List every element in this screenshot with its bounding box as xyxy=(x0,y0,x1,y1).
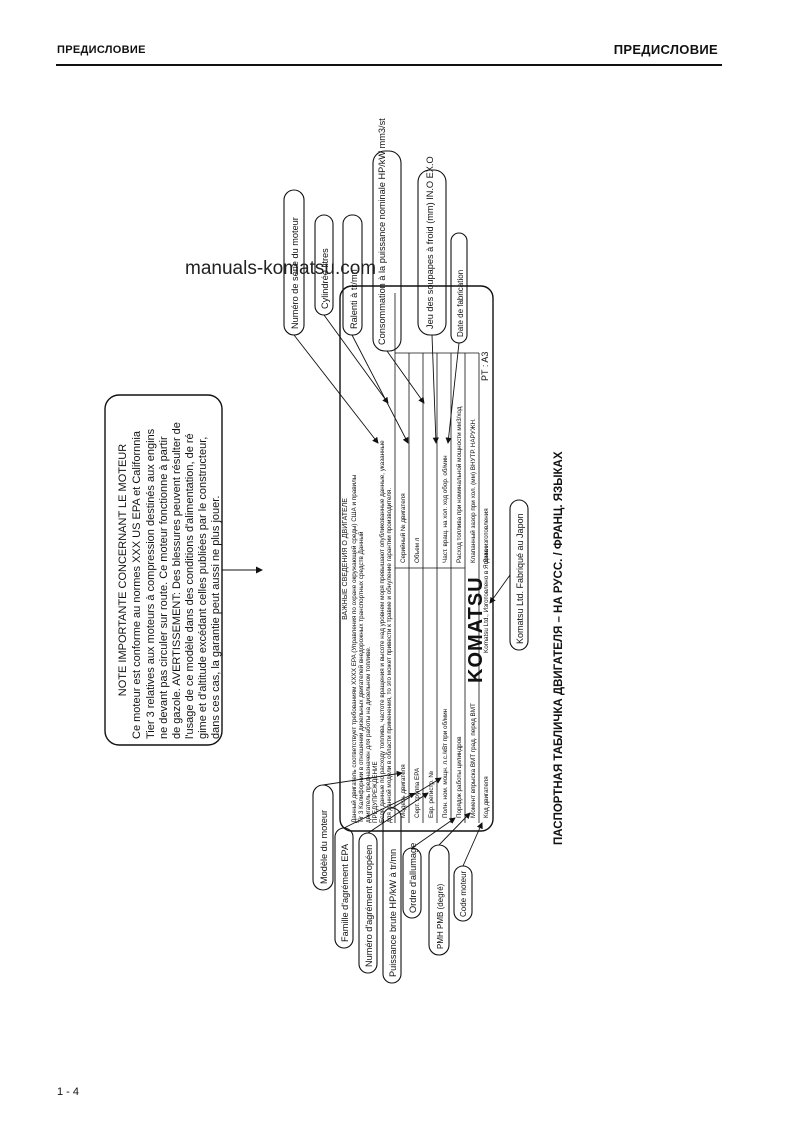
plate-cell: Момент впрыска ВМТ град. перед ВМТ xyxy=(470,703,477,818)
callout-eu-approval: Numéro d'agrément européen xyxy=(364,845,374,967)
plate-intro: Tir 3 Калифорнии в отношении дизельных д… xyxy=(357,531,365,823)
plate-warning-title: ПРЕДУПРЕЖДЕНИЕ xyxy=(372,761,379,823)
plate-warning: Если данные по расходу топлива, частоте … xyxy=(378,440,386,823)
header-rule xyxy=(56,64,722,66)
rotated-diagram: NOTE IMPORTANTE CONCERNANT LE MOTEUR Ce … xyxy=(104,118,565,984)
leader-lines xyxy=(293,314,511,867)
callout-engine-code: Code moteur xyxy=(459,870,468,917)
note-line: Tier 3 relatives aux moteurs à compressi… xyxy=(145,428,157,739)
plate-cell: Модель двигателя xyxy=(400,764,407,818)
engine-plate xyxy=(339,285,494,832)
callouts-top: Numéro de série du moteur Cylindrée litr… xyxy=(283,118,468,352)
header-left-title: ПРЕДИСЛОВИЕ xyxy=(57,44,146,56)
note-line: de gazole. AVERTISSEMENT: Des blessures … xyxy=(171,422,183,739)
plate-cell: Евр. регистр. № xyxy=(428,771,435,818)
plate-cell: Серийный № двигателя xyxy=(399,493,407,563)
callout-injection-timing: PMH PMB (degré) xyxy=(436,883,445,949)
watermark: manuals-komatsu.com xyxy=(185,258,377,279)
note-text: NOTE IMPORTANTE CONCERNANT LE MOTEUR Ce … xyxy=(117,422,222,739)
plate-table xyxy=(394,293,480,823)
header-right-title: ПРЕДИСЛОВИЕ xyxy=(613,42,718,57)
page-number: 1 - 4 xyxy=(57,1086,80,1098)
note-line: ne devant pas circuler sur route. Ce mot… xyxy=(158,436,170,739)
plate-cell: Порядок работы цилиндров xyxy=(455,736,463,818)
plate-cell: Част. вращ. на хол. ход обор. об/мин xyxy=(441,455,449,563)
note-line: Ce moteur est conforme au normes XXX US … xyxy=(131,430,143,739)
callout-consumption: Consommation à la puissance nominale HP/… xyxy=(377,118,387,345)
callout-gross-power: Puissance brute HP/kW à tr/mn xyxy=(388,849,398,977)
plate-cell: Код двигателя xyxy=(483,776,490,818)
komatsu-logo: KOMATSU xyxy=(465,576,487,683)
note-title: NOTE IMPORTANTE CONCERNANT LE MOTEUR xyxy=(117,444,129,696)
callout-made-in: Komatsu Ltd. Fabriqué au Japon xyxy=(515,513,525,644)
note-line: dans ces cas, la garantie peut aussi ne … xyxy=(210,496,222,739)
plate-pt-code: PT : A3 xyxy=(480,352,490,381)
note-line: l'usage de ce modèle dans des conditions… xyxy=(184,433,196,739)
callout-idle: Ralenti à tr/mn xyxy=(349,269,359,329)
callout-engine-model: Modèle du moteur xyxy=(319,810,329,884)
callout-displacement: Cylindrée litres xyxy=(320,248,330,309)
figure-caption: ПАСПОРТНАЯ ТАБЛИЧКА ДВИГАТЕЛЯ – НА РУСС.… xyxy=(553,451,565,845)
plate-title: ВАЖНЫЕ СВЕДЕНИЯ О ДВИГАТЕЛЕ xyxy=(342,498,349,620)
plate-cell: Дата изготовления xyxy=(483,508,490,563)
plate-cell: Объем л xyxy=(413,537,421,563)
plate-warning: для данной модели в области применения, … xyxy=(385,488,393,823)
plate-cell: Клапанный зазор при хол. (мм) ВНУТР. НАР… xyxy=(469,418,477,563)
callout-firing-order: Ordre d'allumage xyxy=(408,843,418,913)
callout-serial-number: Numéro de série du moteur xyxy=(290,217,300,329)
callout-manufacture-date: Date de fabrication xyxy=(456,270,465,337)
callout-valve-clearance: Jeu des soupapes à froid (mm) IN.O EX.O xyxy=(425,156,435,329)
plate-cell: Полн. ном. мощн. л.с./кВт при об/мин xyxy=(441,708,449,818)
plate-intro: Данный двигатель соответствует требовани… xyxy=(350,474,358,823)
plate-cell: Расход топлива при номинальной мощности … xyxy=(455,406,463,563)
plate-text: ВАЖНЫЕ СВЕДЕНИЯ О ДВИГАТЕЛЕ Данный двига… xyxy=(342,440,393,823)
plate-intro: двигатель предназначен для работы на диз… xyxy=(364,646,372,823)
plate-made-in: Komatsu Ltd., Изготовлено в Японии xyxy=(483,546,490,653)
callout-epa-family: Famille d'agrément EPA xyxy=(340,843,350,942)
note-line: gime et d'altitude excédant celles publi… xyxy=(197,437,209,739)
